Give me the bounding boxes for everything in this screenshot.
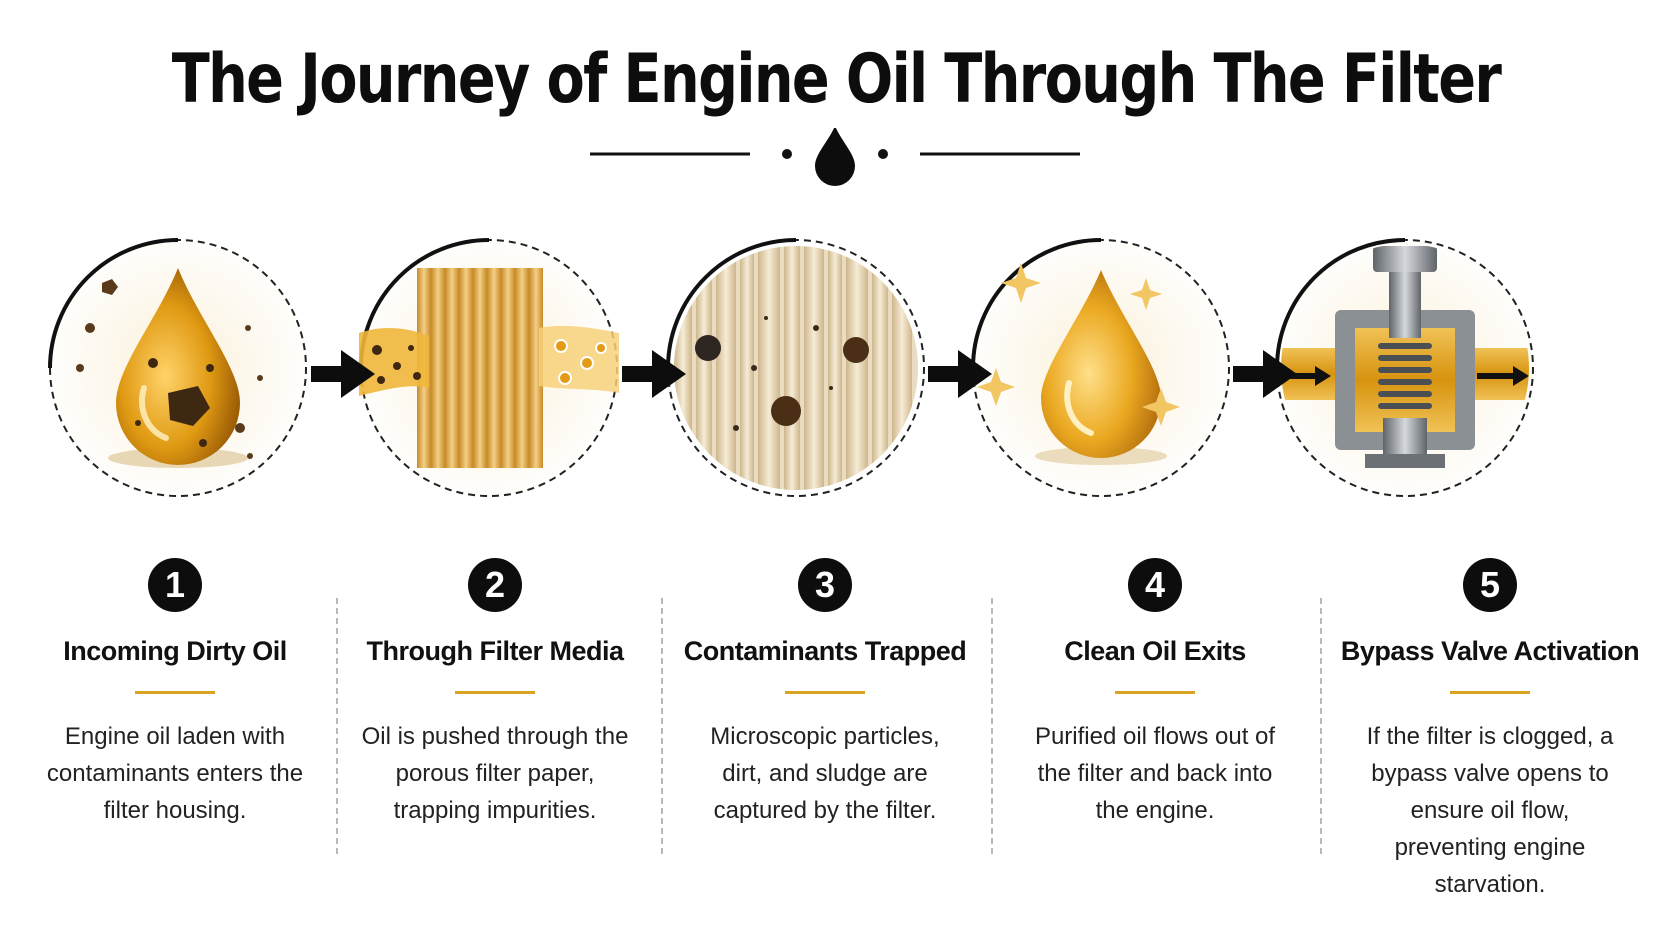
column-separator [1320, 598, 1322, 854]
page-title: The Journey of Engine Oil Through The Fi… [171, 40, 1502, 119]
accent-underline [135, 691, 215, 694]
step-number-badge: 3 [798, 558, 852, 612]
step-4-info: 4 Clean Oil Exits Purified oil flows out… [1005, 558, 1305, 829]
accent-underline [1450, 691, 1530, 694]
step-description: If the filter is clogged, a bypass valve… [1366, 723, 1614, 898]
trapped-particles-fibers-icon [666, 238, 925, 497]
step-title: Contaminants Trapped [683, 636, 967, 666]
title-divider [590, 126, 1080, 198]
step-2-info: 2 Through Filter Media Oil is pushed thr… [345, 558, 645, 829]
accent-underline [455, 691, 535, 694]
step-3-visual [646, 218, 946, 518]
step-title: Clean Oil Exits [1064, 636, 1246, 666]
step-title: Bypass Valve Activation [1340, 636, 1640, 666]
step-4-visual [951, 218, 1251, 518]
step-3-info: 3 Contaminants Trapped Microscopic parti… [675, 558, 975, 829]
clean-oil-drop-icon [971, 238, 1230, 497]
step-2-visual [339, 218, 639, 518]
step-1-visual [28, 218, 328, 518]
accent-underline [785, 691, 865, 694]
step-description: Oil is pushed through the porous filter … [361, 723, 629, 824]
column-separator [661, 598, 663, 854]
step-5-visual [1255, 218, 1555, 518]
step-description: Engine oil laden with contaminants enter… [46, 723, 304, 824]
column-separator [336, 598, 338, 854]
step-description: Microscopic particles, dirt, and sludge … [710, 723, 940, 824]
pleated-filter-media-icon [359, 238, 619, 497]
flow-arrow-2-3 [622, 350, 686, 398]
bypass-valve-icon [1275, 238, 1534, 497]
step-number-badge: 2 [468, 558, 522, 612]
column-separator [991, 598, 993, 854]
step-1-info: 1 Incoming Dirty Oil Engine oil laden wi… [25, 558, 325, 829]
flow-arrow-3-4 [928, 350, 992, 398]
step-number-badge: 5 [1463, 558, 1517, 612]
step-number-badge: 4 [1128, 558, 1182, 612]
step-title: Through Filter Media [366, 636, 625, 666]
accent-underline [1115, 691, 1195, 694]
step-5-info: 5 Bypass Valve Activation If the filter … [1340, 558, 1640, 903]
step-description: Purified oil flows out of the filter and… [1034, 723, 1276, 824]
flow-arrow-1-2 [311, 350, 375, 398]
dirty-oil-drop-icon [48, 238, 307, 497]
flow-arrow-4-5 [1233, 350, 1297, 398]
step-title: Incoming Dirty Oil [63, 636, 287, 666]
step-number-badge: 1 [148, 558, 202, 612]
